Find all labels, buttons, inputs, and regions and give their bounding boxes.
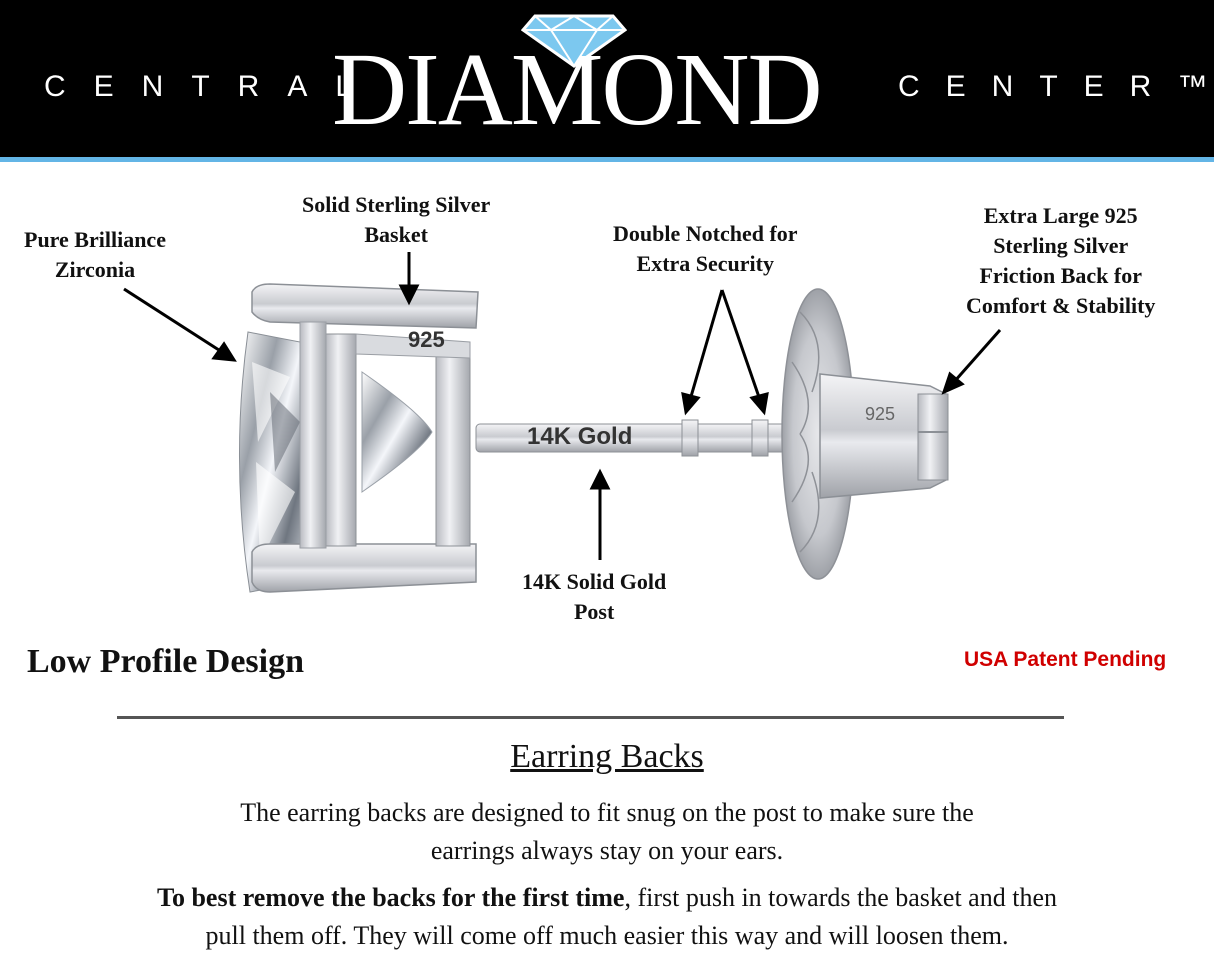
low-profile-heading: Low Profile Design bbox=[27, 643, 305, 680]
arrow-to-friction-back bbox=[941, 329, 1002, 395]
diamond-logo-icon bbox=[521, 14, 627, 68]
label-friction-back: Extra Large 925 Sterling Silver Friction… bbox=[966, 203, 1156, 318]
patent-notice: USA Patent Pending bbox=[964, 648, 1167, 671]
gold-post bbox=[475, 419, 787, 457]
basket-stamp: 925 bbox=[408, 327, 445, 352]
back-stamp: 925 bbox=[865, 404, 896, 424]
arrow-to-notch-right bbox=[720, 289, 769, 416]
label-zirconia: Pure Brilliance Zirconia bbox=[24, 227, 166, 282]
earring-diagram bbox=[123, 252, 1002, 593]
removal-emphasis: To best remove the backs for the first t… bbox=[157, 883, 625, 912]
intro-paragraph: The earring backs are designed to fit sn… bbox=[240, 798, 974, 865]
label-notched: Double Notched for Extra Security bbox=[613, 221, 798, 276]
earring-backs-title: Earring Backs bbox=[510, 738, 704, 775]
zirconia-stone bbox=[238, 331, 306, 593]
arrow-to-zirconia bbox=[123, 287, 237, 362]
section-divider bbox=[117, 716, 1064, 719]
arrow-to-post bbox=[589, 468, 611, 560]
brand-left-text: CENTRAL bbox=[44, 70, 381, 103]
header-accent-line bbox=[0, 157, 1214, 162]
arrow-to-basket bbox=[398, 252, 420, 306]
removal-instructions: To best remove the backs for the first t… bbox=[157, 883, 1057, 950]
label-basket: Solid Sterling Silver Basket bbox=[302, 192, 491, 247]
arrow-to-notch-left bbox=[681, 289, 724, 416]
brand-main-text: DIAMOND bbox=[332, 32, 823, 147]
post-stamp: 14K Gold bbox=[527, 423, 633, 450]
label-post: 14K Solid Gold Post bbox=[522, 569, 667, 624]
silver-basket bbox=[251, 283, 479, 593]
brand-right-text: CENTER™ bbox=[898, 70, 1214, 103]
zirconia-pavilion bbox=[361, 371, 433, 493]
arrows bbox=[123, 252, 1002, 560]
brand-header: CENTRAL DIAMOND CENTER™ bbox=[0, 0, 1214, 157]
friction-back bbox=[781, 288, 949, 580]
